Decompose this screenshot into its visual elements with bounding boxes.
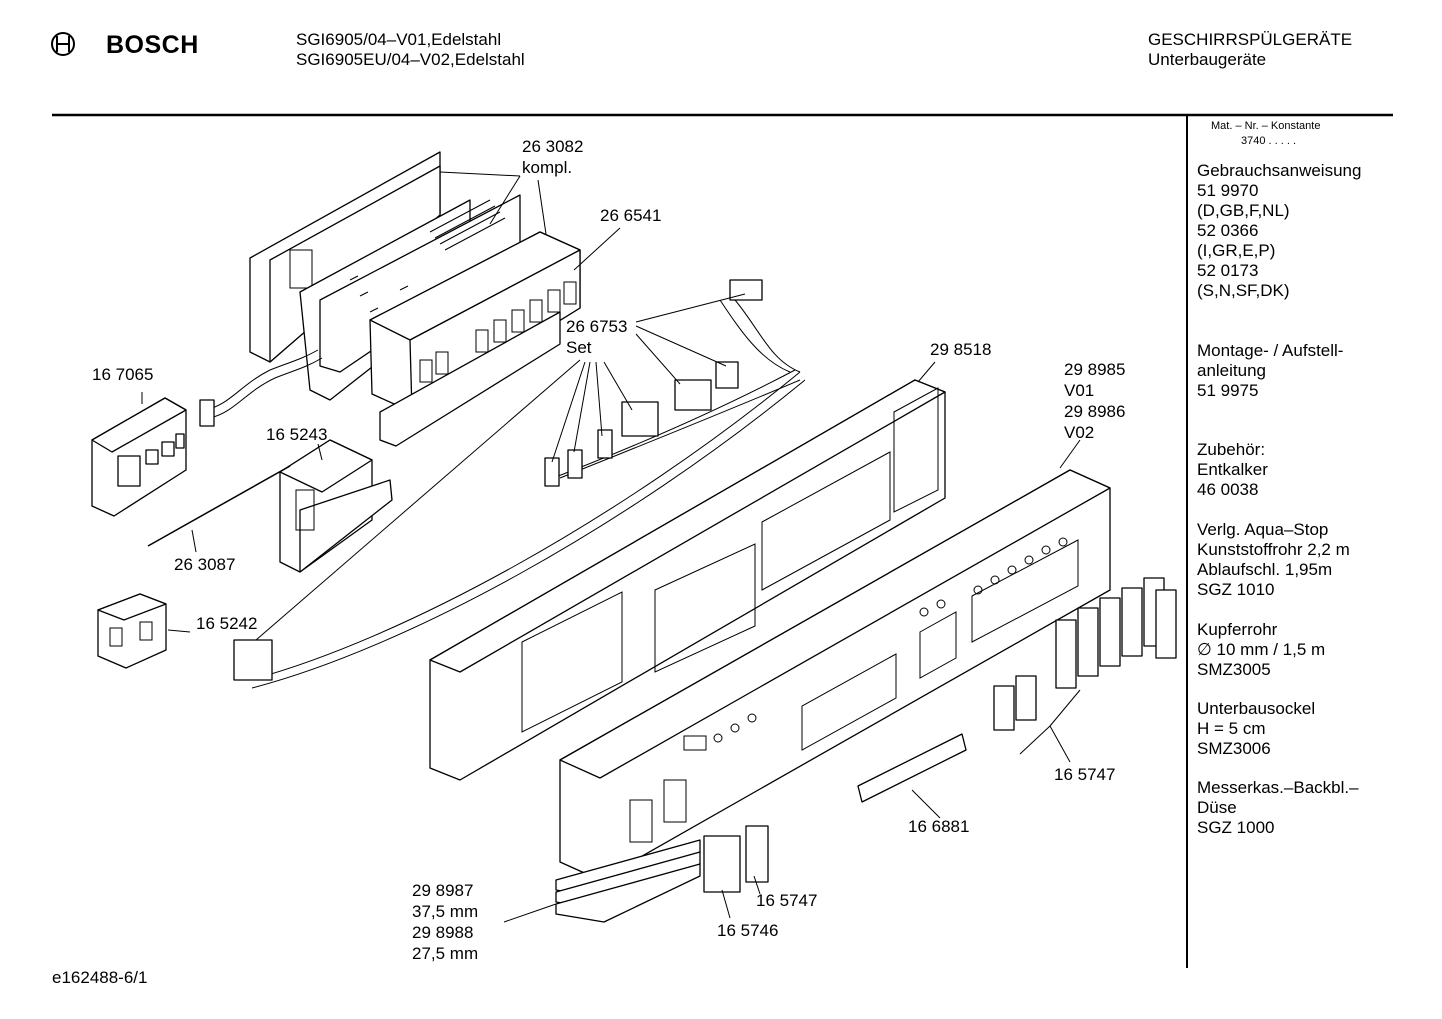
cable-set-266753 [233,279,806,689]
part-label-266541: 26 6541 [600,206,662,225]
part-label-298518: 29 8518 [930,340,992,359]
model-line-2: SGI6905EU/04–V02,Edelstahl [296,50,525,69]
part-label-263087: 26 3087 [174,555,236,574]
brand-name: BOSCH [106,31,199,59]
sidebar-block-copper-pipe: Kupferrohr∅ 10 mm / 1,5 m SMZ3005 [1197,620,1326,679]
category-line-2: Unterbaugeräte [1148,50,1267,69]
part-label-167065: 16 7065 [92,365,154,384]
part-label-165747-b: 16 5747 [756,891,818,910]
control-module-266541 [369,231,581,447]
part-label-165243: 16 5243 [266,425,328,444]
part-label-165747-a: 16 5747 [1054,765,1116,784]
plinth-strips-298987 [555,839,701,923]
sidebar-block-accessory: Zubehör:Entkalker 46 0038 [1197,440,1268,499]
bracket-165243 [279,439,393,573]
front-fascia-298985 [559,469,1111,881]
document-id: e162488-6/1 [52,968,148,987]
part-label-165242: 16 5242 [196,614,258,633]
wire-263087 [147,465,291,547]
part-label-165746: 16 5746 [717,921,779,940]
frame-panel-298518 [429,379,946,781]
leader-lines [141,171,1081,923]
category-line-1: GESCHIRRSPÜLGERÄTE [1148,30,1353,49]
sidebar-block-installation: Montage- / Aufstell-anleitung 51 9975 [1197,341,1344,400]
light-bar-166881 [857,733,967,803]
part-label-166881: 16 6881 [908,817,970,836]
bosch-logo-icon [51,32,75,56]
buttons-165747 [993,577,1177,731]
mat-nr-header: Mat. – Nr. – Konstante [1211,120,1321,132]
connector-165242 [97,593,167,669]
sidebar-block-nozzle: Messerkas.–Backbl.–Düse SGZ 1000 [1197,778,1359,837]
display-board-167065 [91,397,187,517]
mat-nr-value: 3740 . . . . . [1241,135,1297,147]
buttons-165746 [703,825,769,893]
model-line-1: SGI6905/04–V01,Edelstahl [296,30,502,49]
